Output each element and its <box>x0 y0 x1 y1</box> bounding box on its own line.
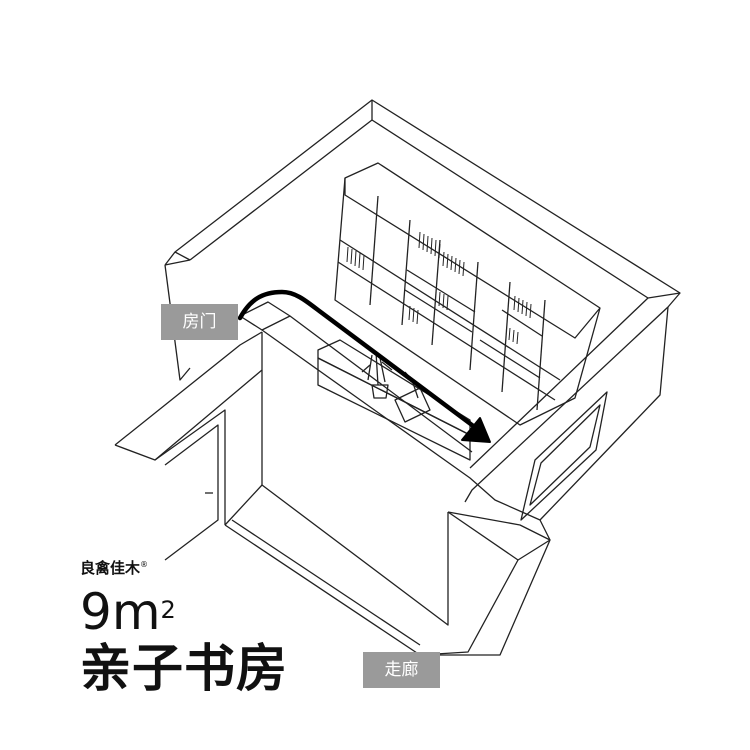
bookshelf-shelf-6 <box>501 309 543 337</box>
door-label: 房门 <box>161 304 238 340</box>
bookshelf-shelf-2 <box>337 261 556 401</box>
bookshelf-shelf-5 <box>479 339 541 379</box>
left-front-wall-top <box>114 331 263 446</box>
right-window-frame <box>520 391 608 521</box>
bookshelf-shelf-4 <box>404 289 473 333</box>
registered-mark: ® <box>140 560 149 569</box>
bookshelf-top <box>344 178 601 339</box>
desk-top <box>317 339 471 436</box>
brand-logo-text: 良禽佳木® <box>80 557 148 578</box>
area-unit-power: 2 <box>160 596 176 624</box>
bookshelf-divider-6 <box>536 299 546 411</box>
bookshelf-shelf-1 <box>339 239 561 381</box>
chair <box>394 387 431 423</box>
bookshelf-outline <box>334 162 601 426</box>
door-frame <box>154 409 226 525</box>
front-wall-face <box>261 370 449 626</box>
bookshelf-divider-4 <box>469 261 479 371</box>
back-wall-inner-rim <box>189 119 649 469</box>
left-outer-wall <box>164 264 191 381</box>
front-wall-base-inner <box>231 519 421 646</box>
bookshelf-divider-1 <box>369 195 379 306</box>
right-outer-wall <box>539 306 669 521</box>
right-window-inner <box>529 404 601 506</box>
books <box>346 231 532 345</box>
front-pillar-edge <box>447 511 519 561</box>
front-pillar <box>419 511 551 656</box>
left-front-wall <box>114 332 263 461</box>
area-unit: m <box>111 583 161 641</box>
front-wall-face-inner <box>224 484 263 526</box>
entry-path-arrowhead <box>461 417 491 443</box>
front-partition-rim-long <box>261 329 551 541</box>
entry-path-arrow <box>237 289 479 431</box>
corridor-label: 走廊 <box>363 652 440 688</box>
bookshelf-divider-5 <box>501 281 511 393</box>
room-title: 亲子书房 <box>80 640 289 699</box>
room-area: 9m2 <box>80 584 176 640</box>
front-partition-rim-long-inner <box>289 315 473 453</box>
area-value: 9 <box>80 583 112 641</box>
front-wall-base <box>224 524 551 656</box>
bookshelf-shelf-3 <box>406 269 476 313</box>
bookshelf-divider-2 <box>401 219 411 326</box>
back-wall-rim-right <box>647 292 681 299</box>
plant <box>361 351 393 399</box>
brand-name: 良禽佳木 <box>80 559 141 577</box>
door-panel <box>164 424 219 561</box>
left-outer-wall-edge <box>164 259 191 266</box>
back-wall-rim-left <box>174 251 191 261</box>
